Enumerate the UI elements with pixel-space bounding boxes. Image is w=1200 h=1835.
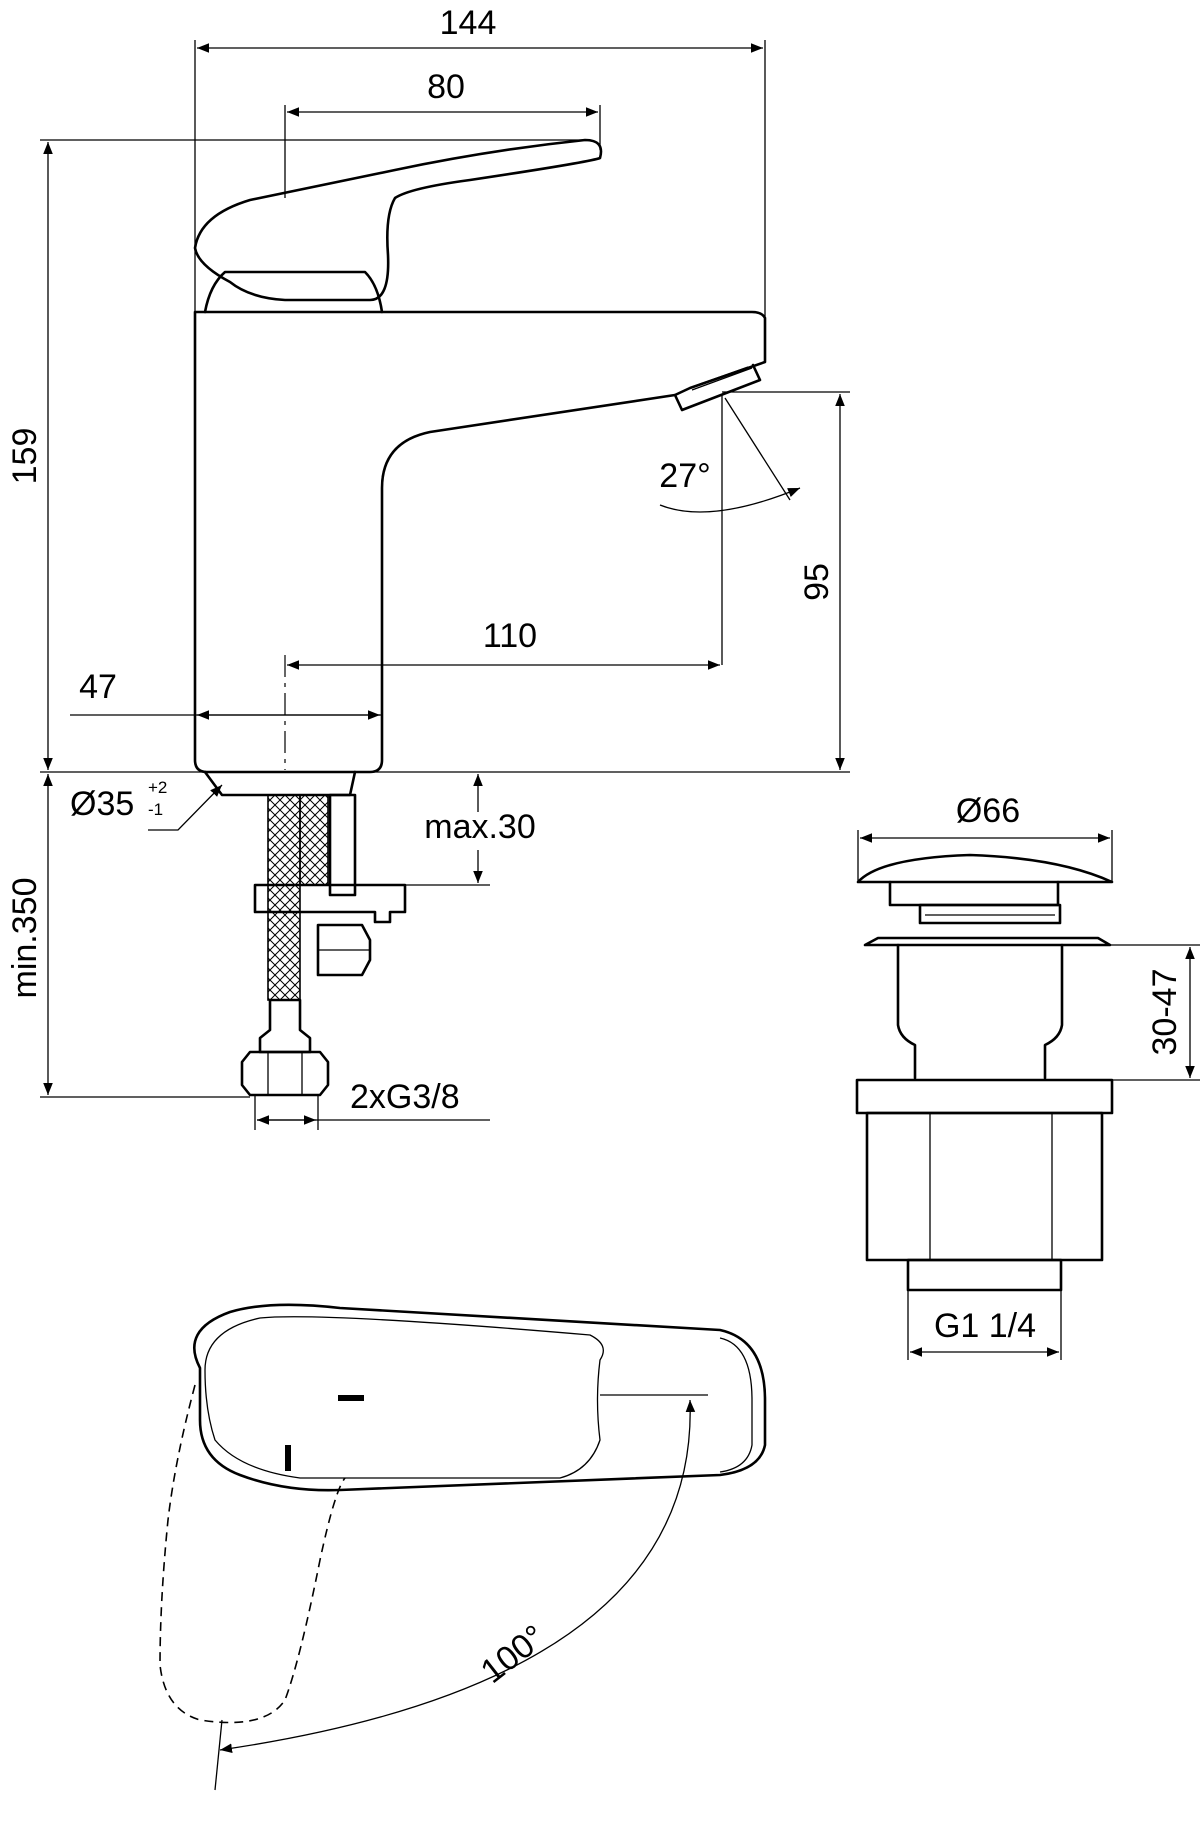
fixing-bracket bbox=[253, 883, 407, 924]
dim-waste-thread: G1 1/4 bbox=[934, 1307, 1036, 1345]
dim-handle-length: 80 bbox=[427, 68, 465, 106]
flexible-hose bbox=[267, 794, 301, 1001]
dim-waste-range: 30-47 bbox=[1146, 969, 1184, 1056]
base-ring bbox=[203, 770, 357, 797]
mounting-shank bbox=[328, 793, 357, 897]
waste-lower-nut bbox=[865, 1111, 1104, 1262]
waste-upper-nut bbox=[855, 1078, 1114, 1115]
dim-hose-length: min.350 bbox=[6, 878, 44, 999]
dim-body-depth: 47 bbox=[79, 668, 117, 706]
dim-deck-thickness: max.30 bbox=[424, 808, 536, 846]
spout-flow-angle-line bbox=[724, 397, 791, 501]
dim-spout-height: 95 bbox=[798, 563, 836, 601]
faucet-dimensions: 144 80 159 95 27° 110 47 Ø35 +2 -1 bbox=[6, 4, 850, 1130]
waste-stem bbox=[888, 880, 1060, 907]
top-view-body bbox=[193, 1303, 767, 1492]
waste-valve-view bbox=[855, 853, 1114, 1292]
waste-cap bbox=[856, 853, 1114, 884]
rotated-handle-outline bbox=[159, 1384, 346, 1724]
flexible-hose-upper bbox=[299, 794, 329, 886]
rotation-arc-100 bbox=[219, 1399, 696, 1754]
waste-seal-ring bbox=[918, 903, 1062, 925]
dim-spout-angle: 27° bbox=[659, 457, 710, 495]
top-view-handle-inner bbox=[204, 1316, 604, 1479]
dim-overall-height: 159 bbox=[6, 428, 44, 485]
hose-connector-nut bbox=[240, 1050, 330, 1097]
cartridge-cap bbox=[203, 270, 384, 314]
dim-base-tol-plus: +2 bbox=[148, 778, 167, 797]
faucet-body-outline bbox=[193, 310, 767, 774]
hot-indicator-icon bbox=[285, 1445, 291, 1471]
waste-body bbox=[896, 943, 1064, 1080]
dim-overall-width: 144 bbox=[440, 4, 497, 42]
dim-base-diameter: Ø35 bbox=[70, 785, 134, 823]
cold-indicator-icon bbox=[338, 1395, 364, 1401]
top-view-spout-tip bbox=[719, 1337, 753, 1473]
faucet-side-view bbox=[193, 138, 767, 1097]
rotation-ref-line bbox=[214, 1719, 223, 1791]
shank-nut bbox=[316, 923, 372, 977]
waste-flange bbox=[863, 936, 1112, 947]
angle-arc-27 bbox=[659, 487, 801, 513]
dim-connection: 2xG3/8 bbox=[350, 1078, 460, 1116]
dim-base-tol-minus: -1 bbox=[148, 800, 163, 819]
dim-waste-diameter: Ø66 bbox=[956, 792, 1020, 830]
spout-aerator bbox=[673, 363, 762, 412]
hose-fitting bbox=[258, 998, 312, 1054]
waste-thread bbox=[906, 1258, 1063, 1292]
faucet-top-view: 100° bbox=[159, 1303, 767, 1791]
dim-spout-reach: 110 bbox=[483, 617, 537, 655]
handle-lever bbox=[193, 138, 603, 302]
leader-base-diameter bbox=[148, 784, 223, 831]
spout-aerator-lines bbox=[691, 366, 753, 391]
waste-dimensions: Ø66 30-47 G1 1/4 bbox=[857, 792, 1200, 1360]
